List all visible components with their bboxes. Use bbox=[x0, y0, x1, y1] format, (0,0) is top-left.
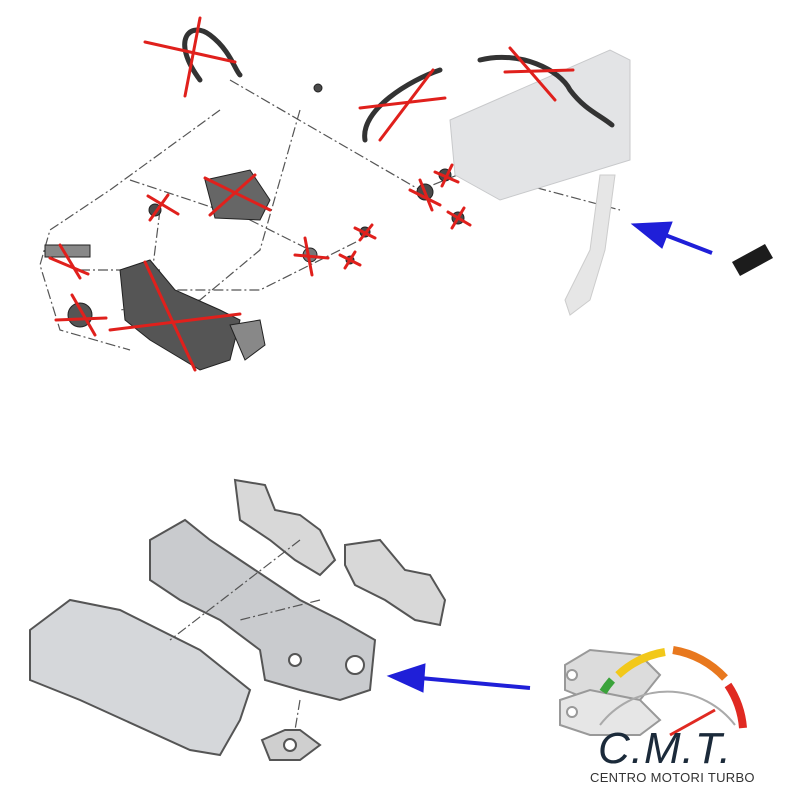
exhaust-manifold-assembly bbox=[29, 478, 447, 761]
replacement-hose bbox=[732, 244, 773, 276]
blue-arrows bbox=[386, 221, 713, 693]
cmt-logo bbox=[599, 646, 747, 737]
assembly-lines-bottom bbox=[169, 539, 321, 731]
red-crosses bbox=[48, 16, 575, 372]
cylinder-head bbox=[449, 49, 631, 316]
egr-blanking-plate bbox=[559, 648, 662, 736]
logo-title: C.M.T. bbox=[598, 724, 732, 773]
removed-parts bbox=[44, 83, 465, 371]
logo-subtitle: CENTRO MOTORI TURBO bbox=[590, 770, 755, 785]
